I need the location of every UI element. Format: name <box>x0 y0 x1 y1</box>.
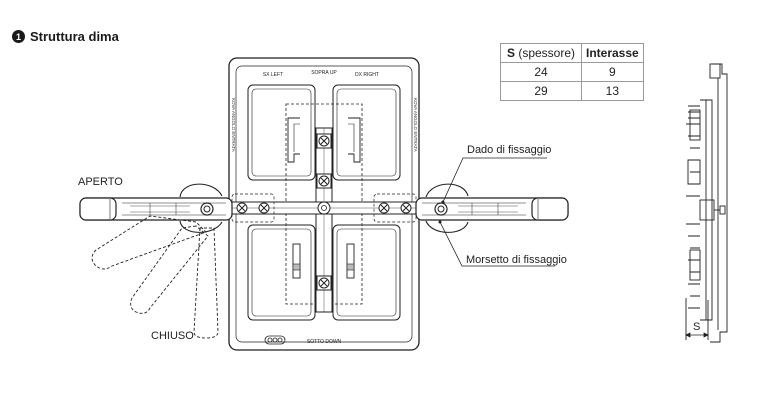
plate-label-sotto-down: SOTTO DOWN <box>307 339 342 345</box>
table-row: 29 13 <box>500 81 644 101</box>
screw-icon <box>318 135 330 147</box>
plate-label-dx-right: DX RIGHT <box>355 72 379 78</box>
left-clamp-lever <box>79 183 233 339</box>
screw-icon <box>236 202 248 214</box>
cell-spessore: 29 <box>500 81 582 101</box>
screw-icon <box>378 202 390 214</box>
header-interasse: Interasse <box>581 43 644 63</box>
section-title-text: Struttura dima <box>30 29 119 44</box>
label-chiuso: CHIUSO <box>151 330 194 342</box>
cell-interasse: 13 <box>581 81 644 101</box>
plate-label-sopra-up: SOPRA UP <box>311 70 337 76</box>
thickness-dimension <box>685 332 709 338</box>
plate-side-label-left: KOVA ANGOLO ENTRATA <box>231 98 236 152</box>
section-number-badge: 1 <box>12 30 25 43</box>
spec-table-header: S (spessore) Interasse <box>500 43 644 63</box>
callout-leaders <box>439 157 555 267</box>
screw-icon <box>400 202 412 214</box>
plate-logo <box>264 335 286 345</box>
callout-dot <box>441 200 445 204</box>
label-s-thickness: S <box>693 321 700 333</box>
screw-icon <box>258 202 270 214</box>
spec-table: S (spessore) Interasse 24 9 29 13 <box>500 43 644 101</box>
fixing-nut-right-icon <box>434 202 448 216</box>
screw-icon <box>318 175 330 187</box>
center-pivot-icon <box>317 201 331 215</box>
plate-side-label-right: KOVA ANGOLO ENTRATA <box>413 98 418 152</box>
label-aperto: APERTO <box>78 176 123 188</box>
cell-spessore: 24 <box>500 62 582 82</box>
plate-label-sx-left: SX LEFT <box>263 72 283 78</box>
side-view <box>685 63 728 343</box>
callout-dot <box>438 220 442 224</box>
table-row: 24 9 <box>500 62 644 82</box>
section-title: 1 Struttura dima <box>12 29 119 44</box>
label-morsetto-fissaggio: Morsetto di fissaggio <box>466 254 567 266</box>
screw-icon <box>318 277 330 289</box>
label-dado-fissaggio: Dado di fissaggio <box>467 144 551 156</box>
fixing-nut-left-icon <box>200 202 214 216</box>
jig-plate <box>228 57 420 351</box>
